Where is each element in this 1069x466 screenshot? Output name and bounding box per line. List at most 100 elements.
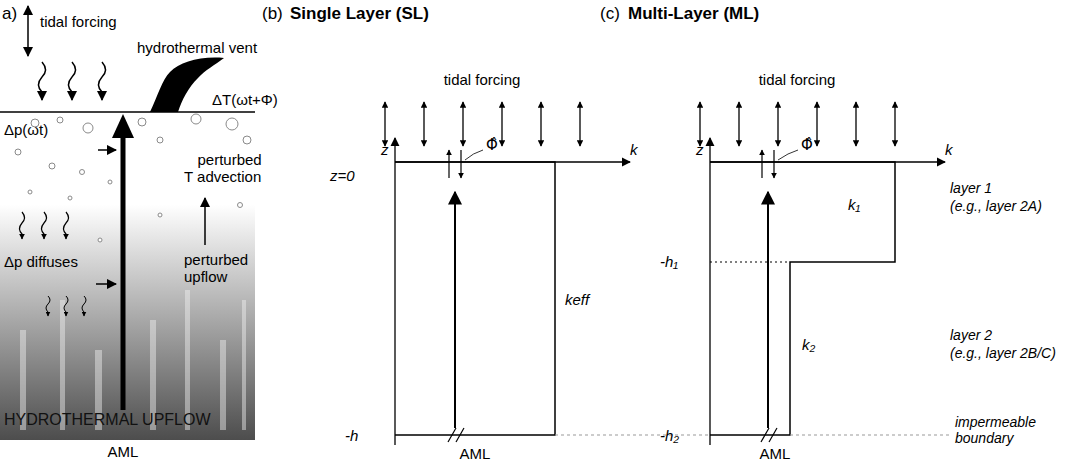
layer-note: (e.g., layer 2A) xyxy=(950,198,1042,214)
tidal-arrow xyxy=(540,102,541,146)
panel-letter: (c) xyxy=(600,4,620,24)
bubble xyxy=(98,238,102,242)
layer-note: (e.g., layer 2B/C) xyxy=(950,345,1056,361)
boundary-label: impermeable boundary xyxy=(955,414,1042,446)
bubble xyxy=(191,114,201,124)
tidal-arrow xyxy=(462,102,463,146)
dashed-line xyxy=(555,434,710,435)
streak xyxy=(185,290,190,430)
streak xyxy=(242,300,246,430)
permeability-profile xyxy=(710,162,895,435)
z-axis xyxy=(709,138,710,445)
phase-arrow xyxy=(773,150,774,178)
panel-title: Single Layer (SL) xyxy=(290,4,429,24)
permeability-label: keff xyxy=(565,291,589,308)
panel-letter: (b) xyxy=(262,4,283,24)
bubble xyxy=(83,123,93,133)
axis-label: z xyxy=(381,141,389,158)
streak xyxy=(220,340,226,430)
bubble xyxy=(57,117,63,123)
wavy-arrow xyxy=(69,62,76,100)
bubble xyxy=(157,137,163,143)
process-label: perturbed upflow xyxy=(184,251,264,286)
break-mark xyxy=(761,428,769,442)
tidal-arrows xyxy=(385,102,580,146)
bubble xyxy=(15,149,21,155)
upflow-arrow xyxy=(121,134,126,410)
z-axis xyxy=(394,138,395,445)
diffusion-arrow xyxy=(98,149,116,151)
advection-arrow xyxy=(204,198,206,245)
bubble xyxy=(49,163,55,169)
layer-label: AML xyxy=(460,445,491,462)
axis-label: k xyxy=(945,141,953,158)
bubble xyxy=(158,213,162,217)
bubble xyxy=(108,180,112,184)
leader-line xyxy=(465,150,483,160)
process-label: Δp diffuses xyxy=(4,253,78,270)
depth-label: -h₂ xyxy=(660,427,679,444)
upflow-arrow xyxy=(767,192,769,428)
layer-label: AML xyxy=(760,445,791,462)
panel-title: Multi-Layer (ML) xyxy=(628,4,759,24)
wavy-arrow xyxy=(20,212,25,239)
upflow-arrow xyxy=(454,192,456,428)
tidal-arrow xyxy=(738,102,739,146)
axis-label: z xyxy=(696,141,704,158)
break-mark xyxy=(769,428,777,442)
tidal-arrow xyxy=(384,102,385,146)
tidal-arrow xyxy=(423,102,424,146)
diffusion-arrow xyxy=(96,283,116,285)
bubble xyxy=(238,203,243,208)
layer-name: layer 1 xyxy=(950,180,992,196)
leader-line xyxy=(778,150,798,160)
layer-name: layer 2 xyxy=(950,327,992,343)
zone-label: HYDROTHERMAL UPFLOW xyxy=(4,411,211,429)
wavy-arrow xyxy=(64,212,69,239)
break-mark xyxy=(456,428,464,442)
depth-label: z=0 xyxy=(330,167,355,184)
tidal-arrow xyxy=(816,102,817,146)
layer-label: AML xyxy=(108,443,139,460)
tidal-arrow xyxy=(27,6,29,56)
tidal-arrow xyxy=(699,102,700,146)
bubble xyxy=(68,196,72,200)
phase-arrow xyxy=(460,150,461,178)
bubble xyxy=(243,136,251,144)
phase-arrow xyxy=(448,150,449,178)
bubble xyxy=(80,170,85,175)
vent-label: hydrothermal vent xyxy=(137,39,257,56)
seafloor-line xyxy=(0,111,255,113)
pressure-label: Δp(ωt) xyxy=(4,121,48,138)
permeability-profile xyxy=(395,162,555,435)
tidal-arrows xyxy=(700,102,895,146)
wavy-arrow xyxy=(39,62,46,100)
tidal-arrow xyxy=(501,102,502,146)
phase-label: Φ̂ xyxy=(801,137,813,154)
dashed-line xyxy=(790,434,950,435)
forcing-label: tidal forcing xyxy=(444,71,521,88)
axis-label: k xyxy=(630,141,638,158)
bubble xyxy=(28,190,32,194)
wavy-arrow xyxy=(99,62,106,100)
streak xyxy=(60,300,65,430)
layer-boundary xyxy=(710,262,790,263)
tidal-arrow xyxy=(579,102,580,146)
depth-label: -h₁ xyxy=(660,253,678,270)
bubble xyxy=(138,118,146,126)
forcing-label: tidal forcing xyxy=(759,71,836,88)
wavy-arrow xyxy=(82,296,86,316)
permeability-label: k₁ xyxy=(848,196,860,213)
upflow-arrowhead xyxy=(112,114,134,138)
phase-label: Φ̂ xyxy=(486,137,498,154)
wavy-arrow xyxy=(64,296,68,316)
break-mark xyxy=(448,428,456,442)
permeability-label: k₂ xyxy=(802,336,815,353)
bubble xyxy=(226,118,238,130)
forcing-label: tidal forcing xyxy=(40,13,117,30)
wavy-arrow xyxy=(46,296,50,316)
temperature-label: ΔT(ωt+Φ) xyxy=(212,91,278,108)
